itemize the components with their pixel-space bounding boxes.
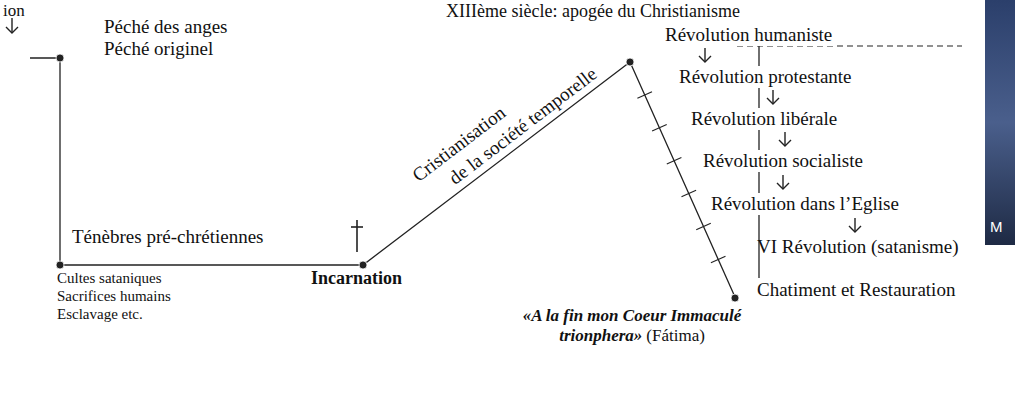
cross-bar [351, 226, 363, 228]
timeline-label: Esclavage etc. [57, 306, 143, 323]
arrow-shaft [704, 48, 705, 62]
down-arrow [767, 90, 779, 104]
arrow-head [849, 226, 861, 232]
timeline-label: VI Révolution (satanisme) [757, 236, 959, 258]
cross-stem [356, 220, 358, 252]
tick-mark [652, 125, 667, 132]
down-arrow [777, 175, 789, 189]
timeline-label: XIIIème siècle: apogée du Christianisme [446, 1, 740, 22]
timeline-line [30, 58, 735, 297]
arrow-shaft [772, 90, 773, 104]
timeline-label: Ténèbres pré-chrétiennes [72, 226, 263, 248]
timeline-dot [359, 261, 367, 269]
space [642, 327, 646, 344]
timeline-label: Cultes sataniques [57, 270, 162, 287]
down-arrow [849, 218, 861, 232]
arrow-shaft [854, 218, 855, 232]
timeline-dot [626, 58, 634, 66]
tick-mark [667, 157, 682, 164]
timeline-dot [731, 294, 739, 302]
arrow-head [699, 56, 711, 62]
tick-mark [681, 190, 696, 197]
timeline-label: Sacrifices humains [57, 288, 171, 305]
timeline-label: M [990, 218, 1003, 235]
arrow-shaft [11, 18, 12, 33]
timeline-label: ion [3, 1, 25, 21]
timeline-label: Révolution dans l’Eglise [709, 193, 901, 215]
timeline-label: Péché originel [104, 38, 213, 60]
arrow-head [767, 98, 779, 104]
down-arrow [699, 48, 711, 62]
arrow-head [777, 183, 789, 189]
timeline-label: Incarnation [311, 268, 402, 289]
timeline-dot [56, 261, 64, 269]
down-arrow [6, 18, 18, 33]
cross-symbol [351, 220, 363, 252]
quote-text: «A la fin mon Coeur Immaculé trionphera» [523, 306, 742, 345]
timeline-dots [56, 54, 739, 302]
timeline-label: Péché des anges [104, 16, 227, 38]
arrow-head [779, 140, 791, 146]
arrow-shaft [782, 175, 783, 189]
tick-mark [711, 256, 726, 263]
quote-text: (Fátima) [646, 326, 705, 345]
timeline-dot [56, 54, 64, 62]
painting [985, 0, 1015, 245]
fatima-quote: «A la fin mon Coeur Immaculé trionphera»… [508, 306, 756, 347]
down-arrow [779, 132, 791, 146]
timeline-label: Révolution humaniste [663, 24, 834, 46]
tick-mark [637, 92, 652, 99]
timeline-label: Révolution protestante [677, 66, 854, 88]
timeline-label: Chatiment et Restauration [757, 279, 955, 301]
timeline-label: Révolution socialiste [701, 150, 865, 172]
arrow-head [6, 27, 18, 33]
timeline-label: Révolution libérale [689, 108, 839, 130]
tick-mark [696, 223, 711, 230]
arrow-shaft [784, 132, 785, 146]
